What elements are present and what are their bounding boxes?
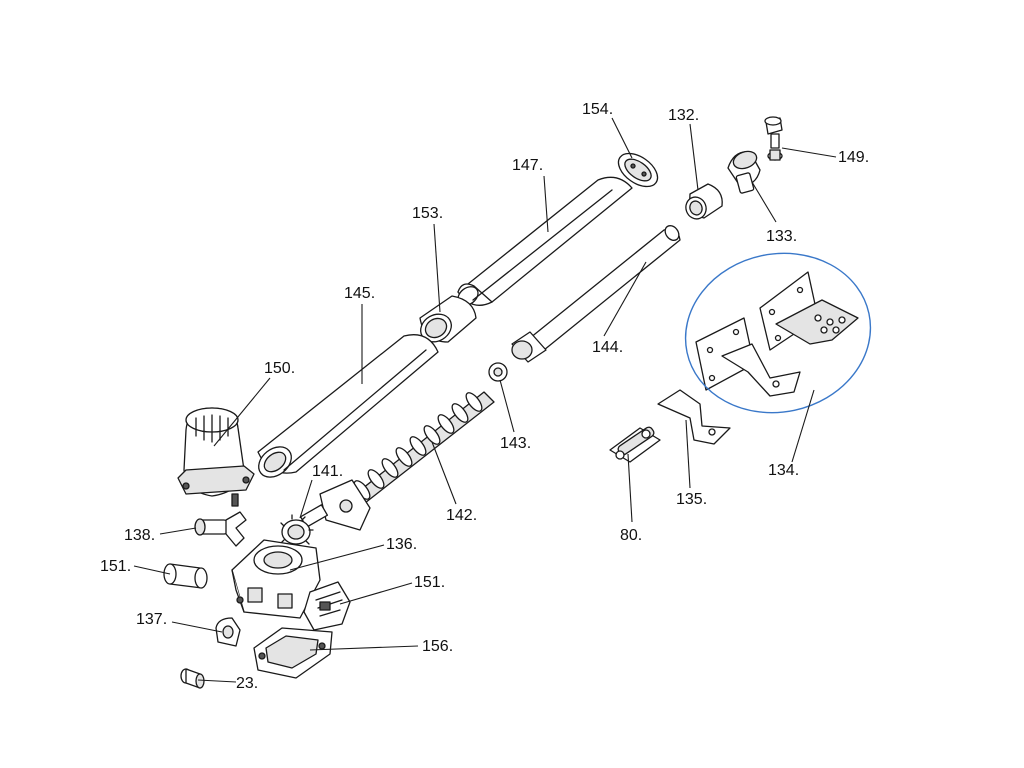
label-137: 137. [136, 611, 167, 628]
label-149: 149. [838, 149, 869, 166]
label-154: 154. [582, 101, 613, 118]
part-150-motor-cover[interactable] [177, 407, 255, 507]
highlight-ring-134 [684, 252, 872, 414]
label-23: 23. [236, 675, 258, 692]
part-133-rear-joint[interactable] [727, 148, 761, 194]
label-142: 142. [446, 507, 477, 524]
watermark: ​ [317, 273, 333, 307]
label-132: 132. [668, 107, 699, 124]
part-138-release-key[interactable] [194, 511, 247, 547]
label-134: 134. [768, 462, 799, 479]
part-80-pin-bracket[interactable] [609, 426, 661, 463]
part-136-gearbox-housing[interactable] [231, 539, 321, 619]
label-136: 136. [386, 536, 417, 553]
label-145: 145. [344, 285, 375, 302]
part-156-base-cover[interactable] [253, 627, 333, 679]
part-23-screw[interactable] [180, 668, 205, 689]
label-80: 80. [620, 527, 642, 544]
callout-labels: 154. 132. 149. 147. 133. 153. 145. 144. … [100, 101, 869, 692]
label-144: 144. [592, 339, 623, 356]
label-133: 133. [766, 228, 797, 245]
part-137-cover-plug[interactable] [215, 617, 241, 647]
part-151-cap[interactable] [163, 563, 208, 589]
part-154-end-cap[interactable] [613, 147, 664, 194]
part-151-side-cover[interactable] [303, 581, 351, 631]
label-150: 150. [264, 360, 295, 377]
part-142-worm-screw[interactable] [299, 390, 495, 531]
part-134-mounting-plates[interactable] [695, 271, 859, 397]
part-141-gear[interactable] [280, 514, 314, 550]
part-153-coupling-sleeve[interactable] [416, 295, 477, 347]
part-143-bearing[interactable] [488, 362, 508, 382]
svg-text:​: ​ [317, 273, 333, 307]
part-145-lower-tube[interactable] [253, 334, 439, 484]
label-143: 143. [500, 435, 531, 452]
label-156: 156. [422, 638, 453, 655]
part-132-bushing[interactable] [683, 183, 723, 222]
part-149-pin[interactable] [764, 116, 783, 161]
label-138: 138. [124, 527, 155, 544]
label-147: 147. [512, 157, 543, 174]
label-153: 153. [412, 205, 443, 222]
label-151-left: 151. [100, 558, 131, 575]
part-144-piston-rod[interactable] [511, 223, 682, 363]
label-141: 141. [312, 463, 343, 480]
part-135-bracket[interactable] [657, 389, 731, 445]
label-135: 135. [676, 491, 707, 508]
label-151-right: 151. [414, 574, 445, 591]
leader-lines [133, 117, 837, 683]
